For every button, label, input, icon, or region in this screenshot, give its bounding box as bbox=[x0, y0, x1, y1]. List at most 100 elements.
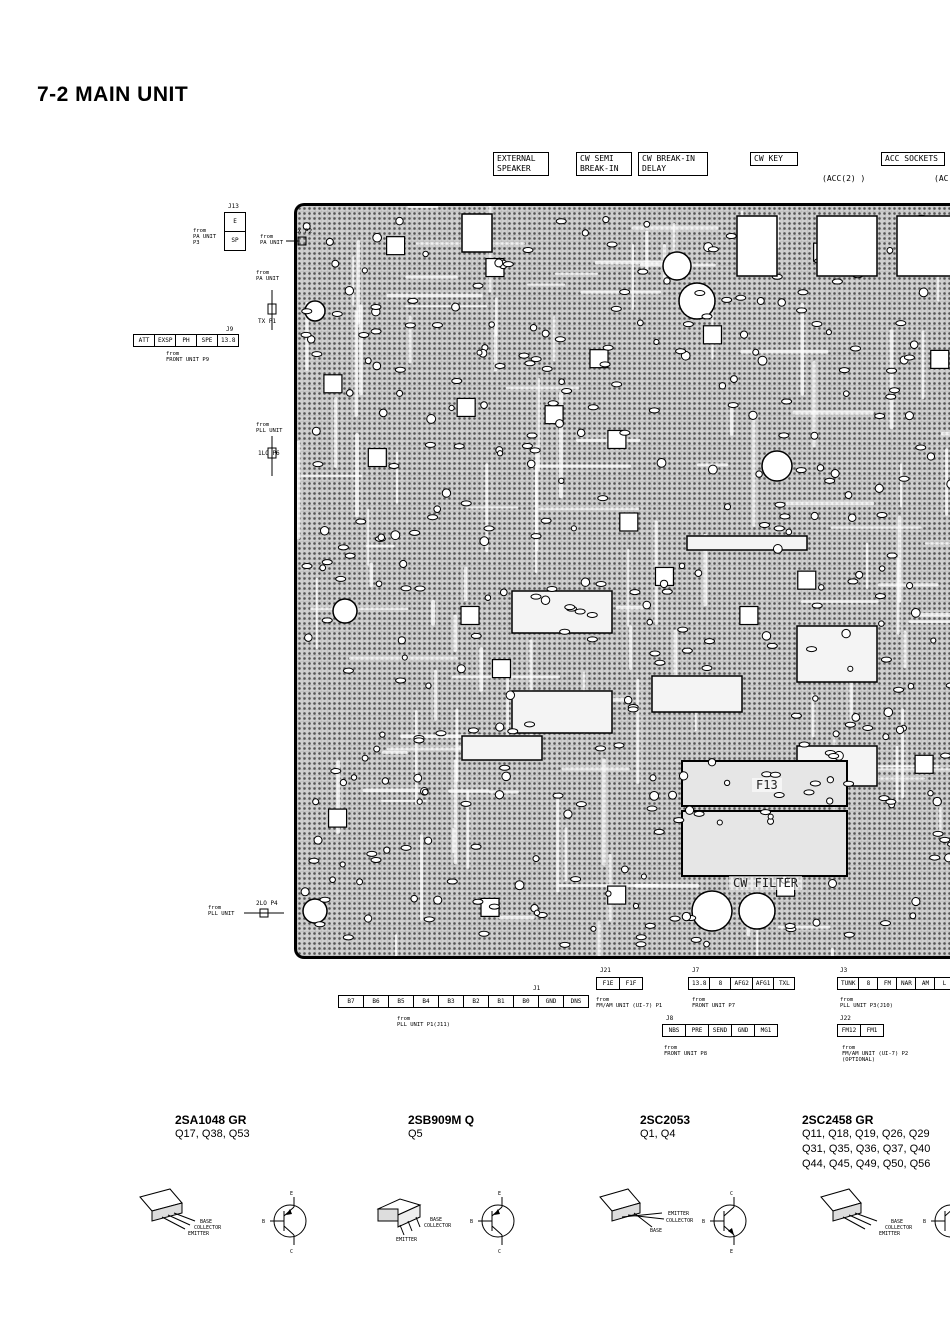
transistor-2sa1048: 2SA1048 GR Q17, Q38, Q53 bbox=[175, 1113, 250, 1142]
resistor-body bbox=[414, 585, 426, 592]
component-pad bbox=[377, 533, 386, 542]
resistor-body bbox=[682, 321, 694, 328]
resistor-body bbox=[530, 533, 542, 540]
resistor-body bbox=[611, 381, 623, 388]
resistor-body bbox=[610, 305, 622, 312]
resistor-body bbox=[690, 936, 702, 943]
resistor-body bbox=[321, 559, 333, 566]
j9-pin-13-8: 13.8 bbox=[221, 337, 236, 344]
component-pad bbox=[339, 778, 348, 787]
component-pad bbox=[828, 879, 837, 888]
resistor-body bbox=[828, 753, 840, 760]
resistor-body bbox=[929, 854, 941, 861]
resistor-body bbox=[811, 602, 823, 609]
component-pad bbox=[812, 918, 821, 927]
j8-from-note: from FRONT UNIT P8 bbox=[664, 1045, 708, 1057]
resistor-body bbox=[330, 768, 342, 775]
transistor-2sc2053: 2SC2053 Q1, Q4 bbox=[640, 1113, 690, 1142]
j1-pin: DNS bbox=[570, 998, 582, 1005]
electrolytic-capacitor bbox=[738, 892, 776, 930]
resistor-body bbox=[701, 313, 713, 320]
resistor-body bbox=[394, 366, 406, 373]
component-pad bbox=[810, 431, 819, 440]
component-pad bbox=[718, 382, 727, 390]
resistor-body bbox=[460, 500, 472, 507]
coil-outline bbox=[491, 659, 512, 679]
page-title: 7-2 MAIN UNIT bbox=[37, 83, 189, 106]
pnp-transistor-symbol-icon: E B C bbox=[470, 1191, 515, 1255]
acc1-label: (AC bbox=[934, 174, 949, 183]
component-pad bbox=[373, 745, 381, 753]
resistor-body bbox=[470, 843, 482, 850]
resistor-body bbox=[541, 365, 553, 372]
j1-pin: GND bbox=[539, 996, 564, 1007]
coil-outline bbox=[367, 447, 387, 468]
component-pad bbox=[832, 730, 840, 738]
component-pad bbox=[480, 401, 488, 409]
component-pad bbox=[533, 909, 541, 917]
component-pad bbox=[825, 329, 832, 336]
component-pad bbox=[558, 477, 565, 485]
pin-label: BASE bbox=[200, 1219, 212, 1225]
resistor-body bbox=[932, 830, 944, 837]
p1-plug-icon bbox=[267, 290, 277, 330]
resistor-body bbox=[893, 686, 905, 693]
component-pad bbox=[570, 525, 577, 532]
component-pad bbox=[847, 665, 854, 672]
resistor-body bbox=[507, 728, 519, 735]
component-pad bbox=[906, 581, 914, 590]
component-pad bbox=[401, 654, 408, 661]
component-pad bbox=[576, 428, 586, 438]
j3-id: J3 bbox=[840, 967, 848, 974]
component-pad bbox=[785, 528, 793, 536]
j22-from-note: from FM/AM UNIT (UI-7) P2 (OPTIONAL) bbox=[842, 1045, 909, 1063]
p4-from-note: from PLL UNIT bbox=[208, 905, 235, 917]
component-pad bbox=[300, 887, 310, 897]
component-pad bbox=[505, 690, 516, 700]
resistor-body bbox=[301, 563, 313, 570]
component-pad bbox=[479, 536, 490, 547]
resistor-body bbox=[693, 810, 705, 817]
resistor-body bbox=[653, 828, 665, 835]
to92-package-icon bbox=[599, 1188, 665, 1228]
resistor-body bbox=[312, 461, 324, 468]
j1-id: J1 bbox=[533, 985, 541, 992]
pin-letter: C bbox=[290, 1249, 293, 1255]
resistor-body bbox=[847, 578, 859, 585]
resistor-body bbox=[619, 429, 631, 436]
resistor-body bbox=[358, 331, 370, 338]
component-pad bbox=[748, 410, 758, 420]
j1-pin: B5 bbox=[389, 996, 414, 1007]
resistor-body bbox=[524, 721, 536, 728]
to92-package-icon bbox=[139, 1188, 196, 1230]
component-pad bbox=[413, 773, 423, 783]
component-pad bbox=[441, 488, 452, 498]
cw-semi-break-in-label: CW SEMI BREAK-IN bbox=[576, 152, 632, 176]
component-pad bbox=[883, 707, 894, 718]
pin-label: COLLECTOR bbox=[885, 1225, 913, 1231]
j7-id: J7 bbox=[692, 967, 700, 974]
resistor-body bbox=[940, 752, 950, 759]
component-pad bbox=[375, 580, 383, 588]
component-pad bbox=[514, 880, 525, 891]
resistor-body bbox=[727, 402, 739, 409]
resistor-body bbox=[546, 585, 558, 592]
j13-from-note: from PA UNIT P3 bbox=[193, 228, 217, 246]
resistor-body bbox=[843, 780, 855, 787]
component-pad bbox=[944, 853, 950, 863]
resistor-body bbox=[673, 817, 685, 824]
external-speaker-label: EXTERNAL SPEAKER bbox=[493, 152, 549, 176]
coil-outline bbox=[702, 325, 723, 345]
component-pad bbox=[847, 513, 857, 522]
pin-label: COLLECTOR bbox=[424, 1223, 452, 1229]
coil-outline bbox=[914, 754, 934, 774]
component-pad bbox=[526, 459, 536, 469]
pcb-artwork bbox=[297, 206, 950, 956]
resistor-body bbox=[413, 737, 425, 744]
transistor-refs: Q5 bbox=[408, 1128, 423, 1140]
resistor-body bbox=[795, 467, 807, 474]
component-pad bbox=[558, 378, 565, 385]
resistor-body bbox=[694, 290, 706, 297]
